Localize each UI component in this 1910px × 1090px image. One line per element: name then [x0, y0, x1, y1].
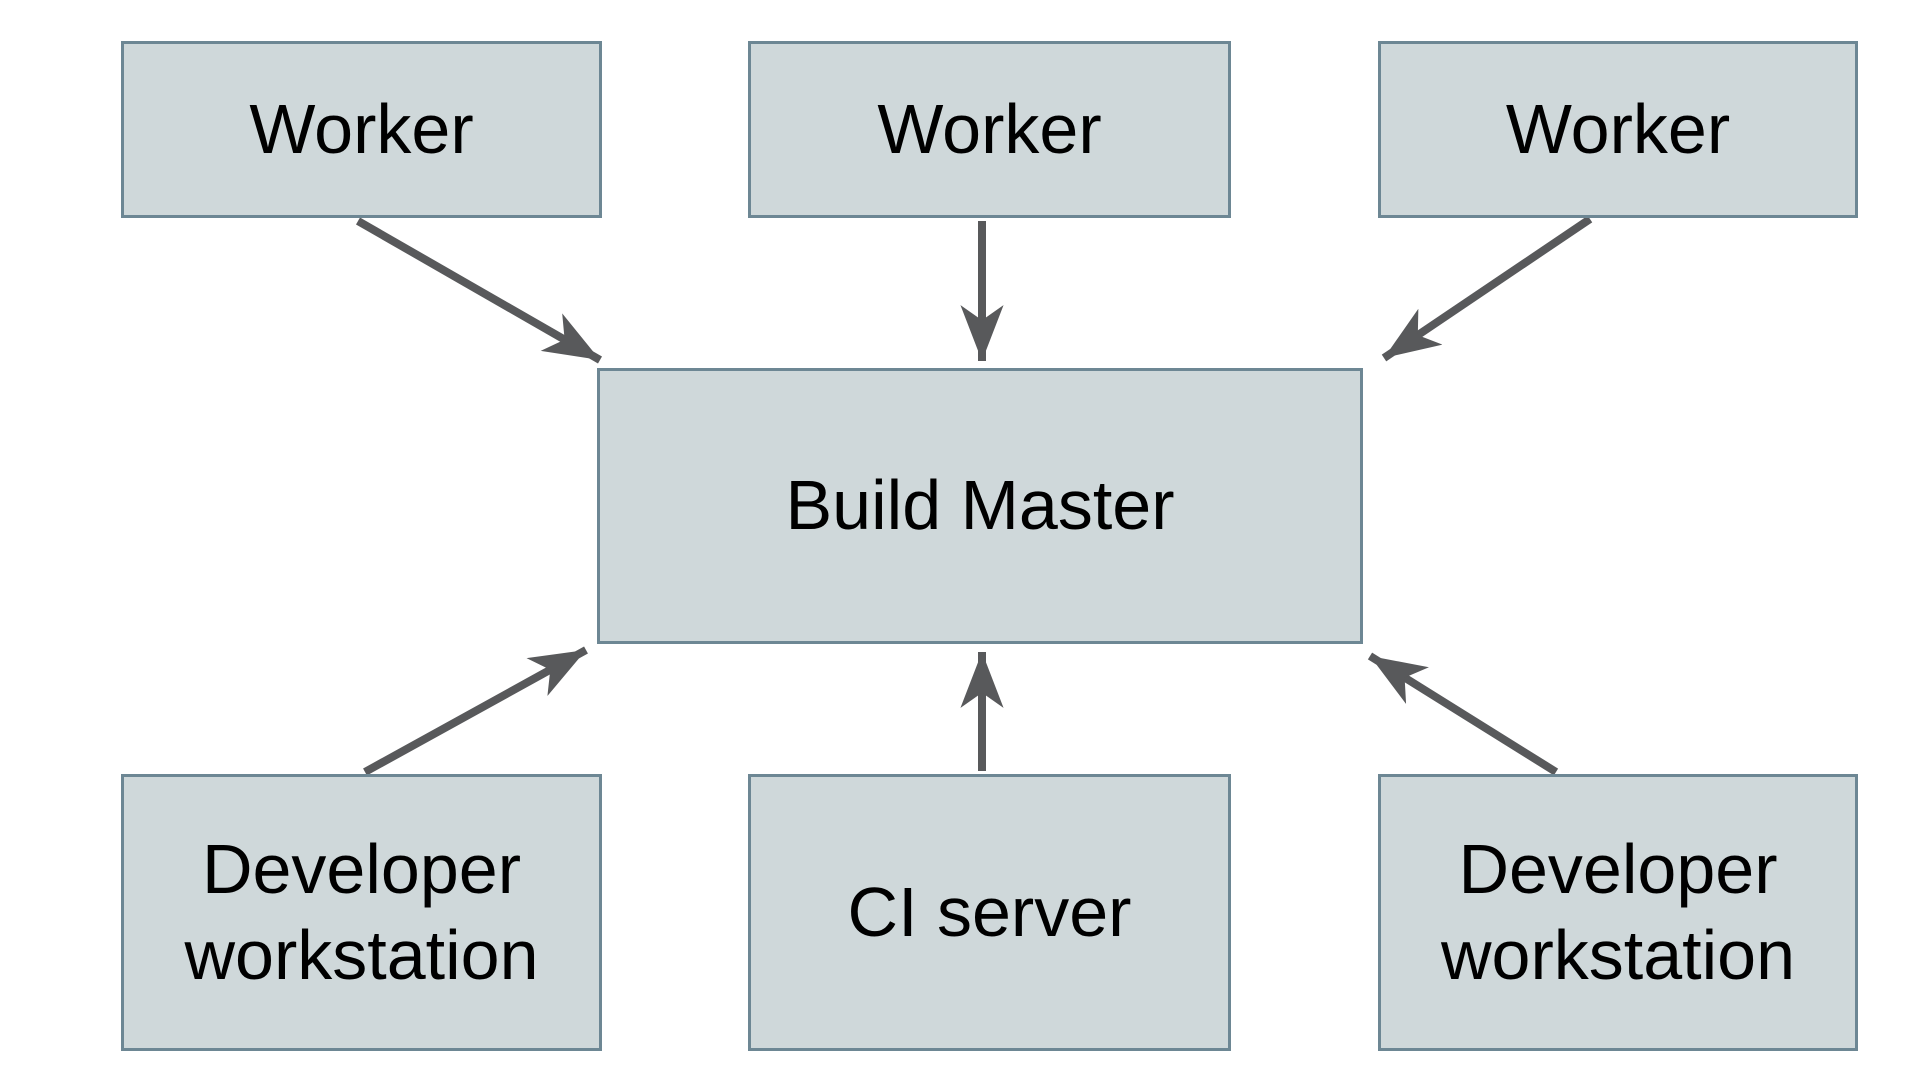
node-worker-1-label: Worker — [249, 89, 474, 168]
node-worker-2: Worker — [748, 41, 1231, 218]
arrow-worker-3-to-build-master — [1381, 215, 1593, 362]
node-worker-2-label: Worker — [877, 89, 1102, 168]
node-build-master: Build Master — [597, 368, 1363, 644]
node-ci-server: CI server — [748, 774, 1231, 1051]
node-developer-workstation-left-label: Developer workstation — [184, 830, 539, 994]
node-worker-3: Worker — [1378, 41, 1858, 218]
node-ci-server-label: CI server — [847, 872, 1132, 951]
arrow-developer-workstation-right-to-build-master — [1367, 652, 1559, 776]
node-developer-workstation-right: Developer workstation — [1378, 774, 1858, 1051]
node-build-master-label: Build Master — [785, 466, 1175, 545]
arrow-developer-workstation-left-to-build-master — [363, 646, 588, 776]
node-developer-workstation-right-label: Developer workstation — [1440, 830, 1796, 994]
arrow-worker-1-to-build-master — [356, 217, 602, 364]
node-developer-workstation-left: Developer workstation — [121, 774, 602, 1051]
node-worker-3-label: Worker — [1505, 89, 1731, 168]
node-worker-1: Worker — [121, 41, 602, 218]
